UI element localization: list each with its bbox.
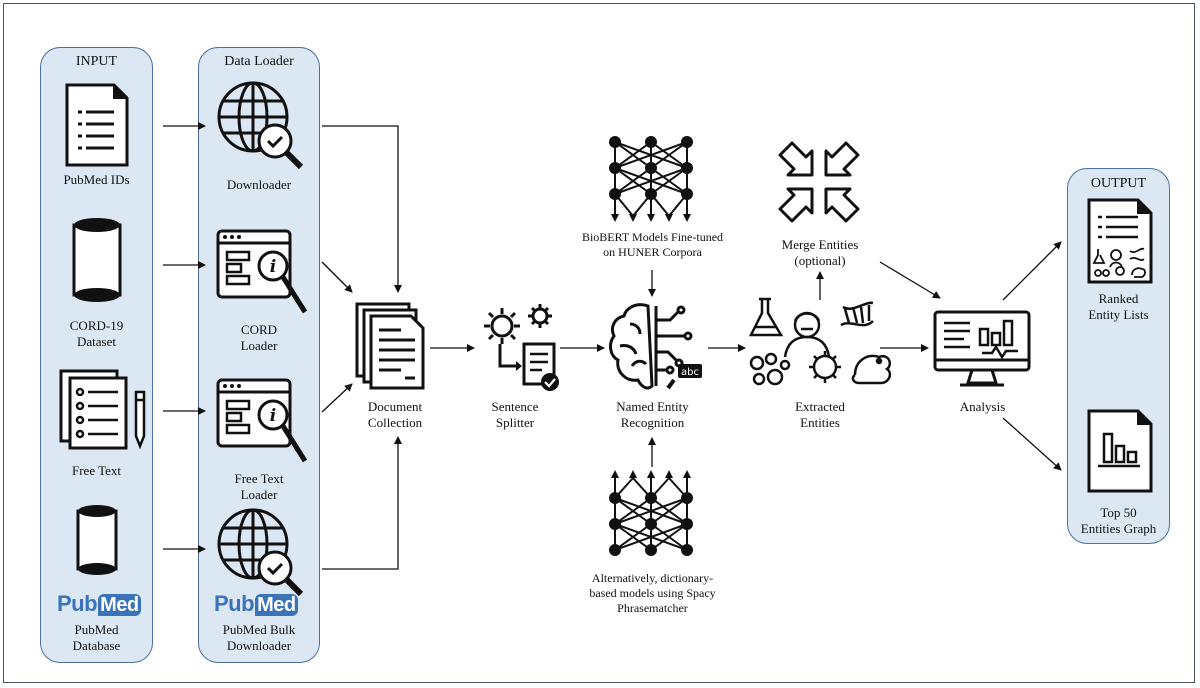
sentence-splitter-label: Sentence Splitter <box>491 399 539 430</box>
globe-search-icon-bulk <box>217 508 304 597</box>
loader-label-cord: CORD Loader <box>240 322 278 353</box>
input-label-cord19: CORD-19 Dataset <box>69 318 124 349</box>
abc-badge: abc <box>681 367 699 378</box>
merge-entities-label: Merge Entities (optional) <box>781 237 859 268</box>
input-title: INPUT <box>75 54 118 69</box>
input-label-free-text: Free Text <box>71 463 122 478</box>
biobert-models-label: BioBERT Models Fine-tuned on HUNER Corpo… <box>581 230 724 259</box>
browser-info-icon: i <box>216 229 308 314</box>
analysis-label: Analysis <box>959 399 1006 414</box>
database-icon-pubmed <box>76 505 118 575</box>
input-label-pubmed-database: PubMed Database <box>72 622 121 653</box>
ner-label: Named Entity Recognition <box>616 399 689 430</box>
loader-label-bulk-downloader: PubMed Bulk Downloader <box>222 622 296 653</box>
document-stack-icon <box>355 302 425 390</box>
extracted-entities-label: Extracted Entities <box>795 399 845 430</box>
input-label-pubmed-ids: PubMed IDs <box>63 172 130 187</box>
output-title: OUTPUT <box>1090 176 1147 191</box>
ranked-list-document-icon <box>1087 198 1153 284</box>
bar-chart-document-icon <box>1087 409 1153 493</box>
top-50-graph-label: Top 50 Entities Graph <box>1080 505 1157 536</box>
gears-checklist-icon <box>484 304 559 391</box>
loader-label-downloader: Downloader <box>226 177 292 192</box>
brain-circuit-icon: abc <box>609 303 702 390</box>
notes-pencil-icon <box>59 369 146 450</box>
document-icon <box>65 83 129 167</box>
dictionary-models-label: Alternatively, dictionary- based models … <box>589 571 716 615</box>
neural-network-icon-bottom <box>609 470 693 556</box>
loader-label-free-text: Free Text Loader <box>234 471 284 502</box>
svg-text:i: i <box>270 257 276 277</box>
browser-info-icon-free-text: i <box>216 378 308 463</box>
diagram-frame <box>3 3 1195 683</box>
database-icon <box>72 218 122 302</box>
document-collection-label: Document Collection <box>367 399 423 430</box>
globe-search-icon <box>217 81 304 170</box>
monitor-analytics-icon <box>933 310 1031 387</box>
neural-network-icon-top <box>609 136 693 222</box>
entities-collage-icon <box>748 297 892 386</box>
svg-text:i: i <box>270 406 276 426</box>
ranked-entity-lists-label: Ranked Entity Lists <box>1088 291 1149 322</box>
merge-arrows-icon <box>778 141 860 223</box>
data-loader-title: Data Loader <box>224 54 294 69</box>
